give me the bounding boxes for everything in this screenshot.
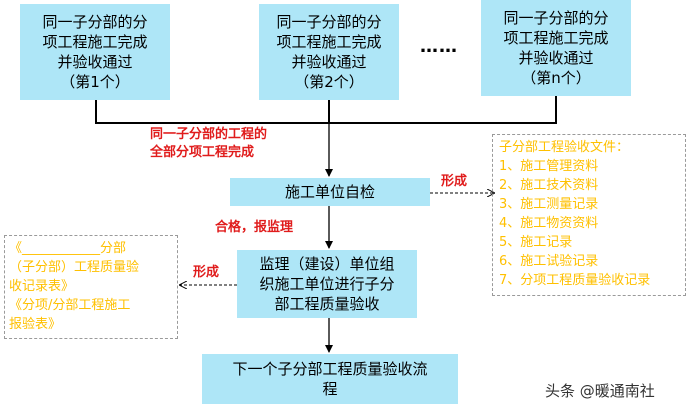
next-line2: 程 [322, 380, 338, 398]
label-form-right: 形成 [441, 173, 467, 191]
top-box-n-line4: （第n个） [521, 69, 591, 87]
top-box-2-line4: （第2个） [294, 73, 364, 91]
connector-horizontal [95, 122, 557, 124]
records-line-3: 收记录表》 [9, 279, 75, 294]
self-check-box: 施工单位自检 [230, 178, 430, 206]
top-box-2-line2: 项工程施工完成 [276, 33, 382, 51]
label-complete: 同一子分部的工程的 全部分项工程完成 [150, 126, 267, 162]
connector-boxn [555, 96, 557, 123]
top-box-1-line4: （第1个） [60, 73, 130, 91]
top-box-2: 同一子分部的分 项工程施工完成 并验收通过 （第2个） [259, 4, 399, 100]
files-item-5: 5、施工记录 [499, 235, 573, 250]
connector-box2 [328, 100, 330, 123]
files-item-2: 2、施工技术资料 [499, 178, 599, 193]
top-box-n-line3: 并验收通过 [518, 49, 594, 67]
self-check-label: 施工单位自检 [284, 183, 375, 201]
records-line-1: 《____________分部 [9, 241, 127, 256]
top-box-2-line3: 并验收通过 [291, 53, 367, 71]
label-form-left: 形成 [193, 264, 219, 282]
records-line-4: 《分项/分部工程施工 [9, 298, 131, 313]
files-item-4: 4、施工物资资料 [499, 216, 599, 231]
top-box-n-line1: 同一子分部的分 [503, 9, 609, 27]
label-pass: 合格，报监理 [215, 219, 293, 237]
supervision-line3: 部工程质量验收 [274, 295, 380, 313]
supervision-box: 监理（建设）单位组 织施工单位进行子分 部工程质量验收 [237, 250, 417, 318]
top-box-n: 同一子分部的分 项工程施工完成 并验收通过 （第n个） [481, 0, 631, 96]
top-box-1-line2: 项工程施工完成 [42, 33, 148, 51]
files-item-3: 3、施工测量记录 [499, 197, 599, 212]
top-box-n-line2: 项工程施工完成 [503, 29, 609, 47]
next-line1: 下一个子分部工程质量验收流 [232, 360, 428, 378]
records-line-5: 报验表》 [9, 317, 62, 332]
label-pass-text: 合格，报监理 [215, 220, 294, 235]
top-box-2-line1: 同一子分部的分 [276, 13, 382, 31]
label-complete-line1: 同一子分部的工程的 [150, 127, 268, 142]
next-box: 下一个子分部工程质量验收流 程 [202, 354, 458, 404]
ellipsis: …… [420, 36, 458, 57]
records-panel: 《____________分部 （子分部）工程质量验 收记录表》 《分项/分部工… [4, 235, 178, 339]
supervision-line2: 织施工单位进行子分 [259, 275, 395, 293]
files-panel-title: 子分部工程验收文件： [499, 140, 630, 155]
top-box-1-line3: 并验收通过 [57, 53, 133, 71]
top-box-1-line1: 同一子分部的分 [42, 13, 148, 31]
connector-box1 [95, 100, 97, 123]
files-item-7: 7、分项工程质量验收记录 [499, 273, 651, 288]
files-panel: 子分部工程验收文件： 1、施工管理资料 2、施工技术资料 3、施工测量记录 4、… [492, 134, 686, 296]
records-line-2: （子分部）工程质量验 [9, 260, 140, 275]
label-form-right-text: 形成 [441, 174, 468, 189]
supervision-line1: 监理（建设）单位组 [259, 255, 395, 273]
label-form-left-text: 形成 [193, 265, 220, 280]
files-item-6: 6、施工试验记录 [499, 254, 599, 269]
top-box-1: 同一子分部的分 项工程施工完成 并验收通过 （第1个） [20, 4, 170, 100]
files-item-1: 1、施工管理资料 [499, 159, 599, 174]
watermark: 头条 @暖通南社 [545, 382, 655, 400]
label-complete-line2: 全部分项工程完成 [150, 145, 255, 160]
